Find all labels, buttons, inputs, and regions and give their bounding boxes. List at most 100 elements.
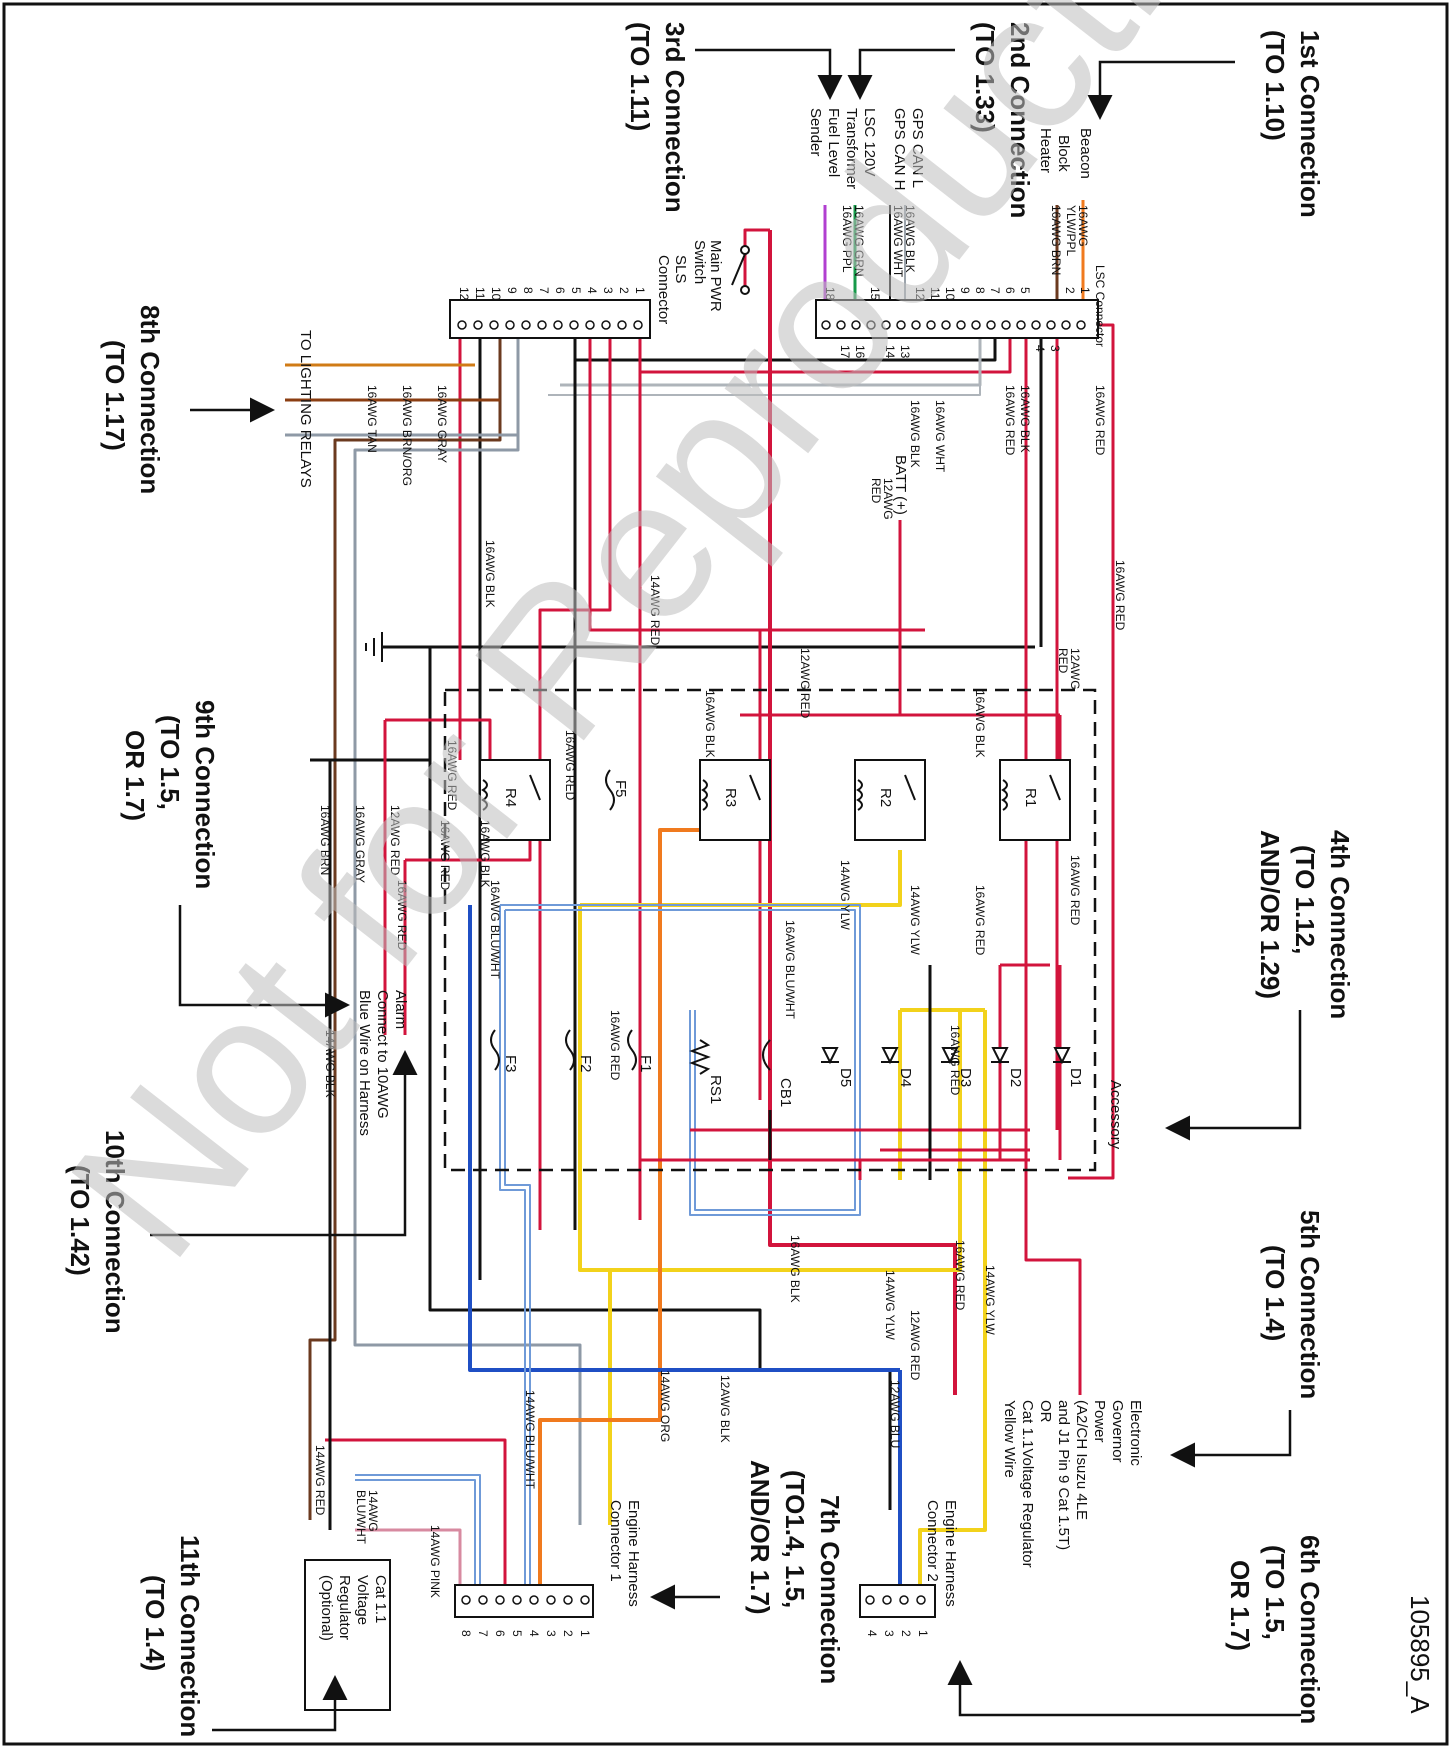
lsc-signal-fuel-level: Fuel Level (825, 108, 842, 177)
svg-text:11: 11 (928, 287, 942, 300)
svg-text:8: 8 (459, 1630, 473, 1637)
svg-text:6: 6 (493, 1630, 507, 1637)
wire-label-brn16: 16AWG BRN (318, 805, 332, 875)
diode-d1-icon (1053, 1047, 1071, 1065)
alarm-line-1: Alarm (392, 990, 409, 1029)
relay-r3-label: R3 (722, 788, 739, 807)
wire-label-ylw14-d: 14AWG YLW (983, 1265, 997, 1335)
svg-text:1: 1 (578, 1630, 592, 1637)
fuse-f1-icon (627, 1029, 637, 1071)
alarm-line-3: Blue Wire on Harness (356, 990, 373, 1136)
svg-text:18: 18 (823, 287, 837, 301)
svg-text:3: 3 (882, 1630, 896, 1637)
svg-text:4: 4 (585, 287, 599, 294)
svg-text:12: 12 (913, 287, 927, 301)
wire-label-blk16-d: 16AWG BLK (973, 690, 987, 758)
wire-label-wht16: 16AWG WHT (933, 400, 947, 473)
lsc-connector (815, 299, 1099, 339)
conn-10-target: (TO 1.42) (65, 1165, 95, 1276)
svg-text:2: 2 (617, 287, 631, 294)
switch-label: Switch (691, 240, 708, 284)
svg-text:Yellow Wire: Yellow Wire (1001, 1400, 1018, 1478)
wire-label-blk16-f: 16AWG BLK (788, 1235, 802, 1303)
diode-d3-label: D3 (957, 1068, 974, 1087)
lsc-signal-transformer: Transformer (843, 108, 860, 189)
wire-label-blu12: 12AWG BLU (888, 1380, 902, 1448)
main-pwr-label: Main PWR (707, 240, 724, 312)
svg-text:9: 9 (505, 287, 519, 294)
conn-1-target: (TO 1.10) (1260, 30, 1290, 141)
eh1-title: Engine Harness (625, 1500, 642, 1607)
svg-text:6: 6 (553, 287, 567, 294)
lighting-wire-tan: 16AWG TAN (365, 385, 379, 453)
wire-label-red14-b: 14AWG RED (313, 1445, 327, 1516)
svg-text:and J1 Pin 9 Cat 1.5T): and J1 Pin 9 Cat 1.5T) (1055, 1400, 1072, 1550)
wire-label-blk16-b: 16AWG BLK (908, 400, 922, 468)
batt-label: BATT (+) (892, 455, 909, 515)
conn-4-target1: (TO 1.12, (1290, 845, 1320, 954)
svg-text:1: 1 (633, 287, 647, 294)
sls-title: SLS (672, 255, 689, 283)
wire-label-red16-b: 16AWG RED (1003, 385, 1017, 456)
conn-5-title: 5th Connection (1295, 1210, 1325, 1399)
svg-text:3: 3 (1048, 345, 1062, 352)
fuses (490, 769, 771, 1075)
lsc-signal-block: Block (1055, 135, 1072, 172)
svg-text:1: 1 (1078, 287, 1092, 294)
conn-10-title: 10th Connection (100, 1130, 130, 1334)
svg-text:1: 1 (916, 1630, 930, 1637)
wire-label-bluwht16-a: 16AWG BLU/WHT (488, 880, 502, 980)
lighting-wire-brnorg: 16AWG BRN/ORG (400, 385, 414, 486)
wire-label-blk16-c: 16AWG BLK (483, 540, 497, 608)
conn-6-title: 6th Connection (1295, 1535, 1325, 1724)
conn-3-title: 3rd Connection (660, 22, 690, 213)
eh2-subtitle: Connector 2 (924, 1500, 941, 1582)
fuse-f3-icon (490, 1029, 500, 1071)
conn-5-target: (TO 1.4) (1260, 1245, 1290, 1341)
lsc-signal-gps-can-l: GPS CAN L (909, 108, 926, 188)
svg-text:8: 8 (973, 287, 987, 294)
svg-text:8: 8 (521, 287, 535, 294)
batt-wire-1: 12AWG (881, 478, 895, 520)
relay-r2 (854, 759, 926, 841)
alarm-line-2: Connect to 10AWG (374, 990, 391, 1119)
sls-subtitle: Connector (655, 255, 672, 324)
diode-d4-icon (881, 1047, 899, 1065)
lsc-wire-wht: 16AWG WHT (891, 205, 905, 278)
breaker-cb1-label: CB1 (777, 1078, 794, 1107)
lsc-signal-120v: LSC 120V (861, 108, 878, 176)
diode-d4-label: D4 (897, 1068, 914, 1087)
eh2-pin-numbers: 1 2 3 4 (865, 1630, 930, 1637)
svg-text:(Optional): (Optional) (318, 1575, 335, 1641)
wire-label-gray16: 16AWG GRAY (353, 805, 367, 883)
conn-8-title: 8th Connection (135, 305, 165, 494)
svg-text:OR: OR (1037, 1400, 1054, 1423)
wire-label-blk16-e: 16AWG BLK (703, 690, 717, 758)
diode-d1-label: D1 (1067, 1068, 1084, 1087)
svg-text:17: 17 (838, 345, 852, 359)
svg-text:Cat 1.1Voltage Regulator: Cat 1.1Voltage Regulator (1019, 1400, 1036, 1568)
svg-text:7: 7 (476, 1630, 490, 1637)
svg-text:13: 13 (898, 345, 912, 359)
fuse-f2-icon (565, 1029, 575, 1071)
eh1-subtitle: Connector 1 (607, 1500, 624, 1582)
conn-4-title: 4th Connection (1325, 830, 1355, 1019)
svg-text:3: 3 (544, 1630, 558, 1637)
svg-text:5: 5 (1018, 287, 1032, 294)
lsc-signal-beacon: Beacon (1077, 128, 1094, 179)
lsc-wire-brn: 16AWG BRN (1049, 205, 1063, 275)
lsc-signal-heater: Heater (1037, 128, 1054, 173)
lsc-wire-16awg: 16AWG (1076, 205, 1090, 247)
engine-harness-connector-2 (859, 1584, 936, 1618)
resistor-rs1-icon (689, 1039, 711, 1075)
conn-7-target1: (TO1.4, 1.5, (780, 1470, 810, 1608)
relay-r4-label: R4 (502, 788, 519, 807)
svg-text:(A2/CH Isuzu 4LE: (A2/CH Isuzu 4LE (1073, 1400, 1090, 1520)
wire-label-red16-j: 16AWG RED (948, 1025, 962, 1096)
wire-label-red16-k: 16AWG RED (953, 1240, 967, 1311)
fuse-f1-label: F1 (637, 1055, 654, 1073)
conn-9-target1: (TO 1.5, (155, 715, 185, 810)
svg-text:4: 4 (527, 1630, 541, 1637)
sls-connector (449, 299, 651, 339)
